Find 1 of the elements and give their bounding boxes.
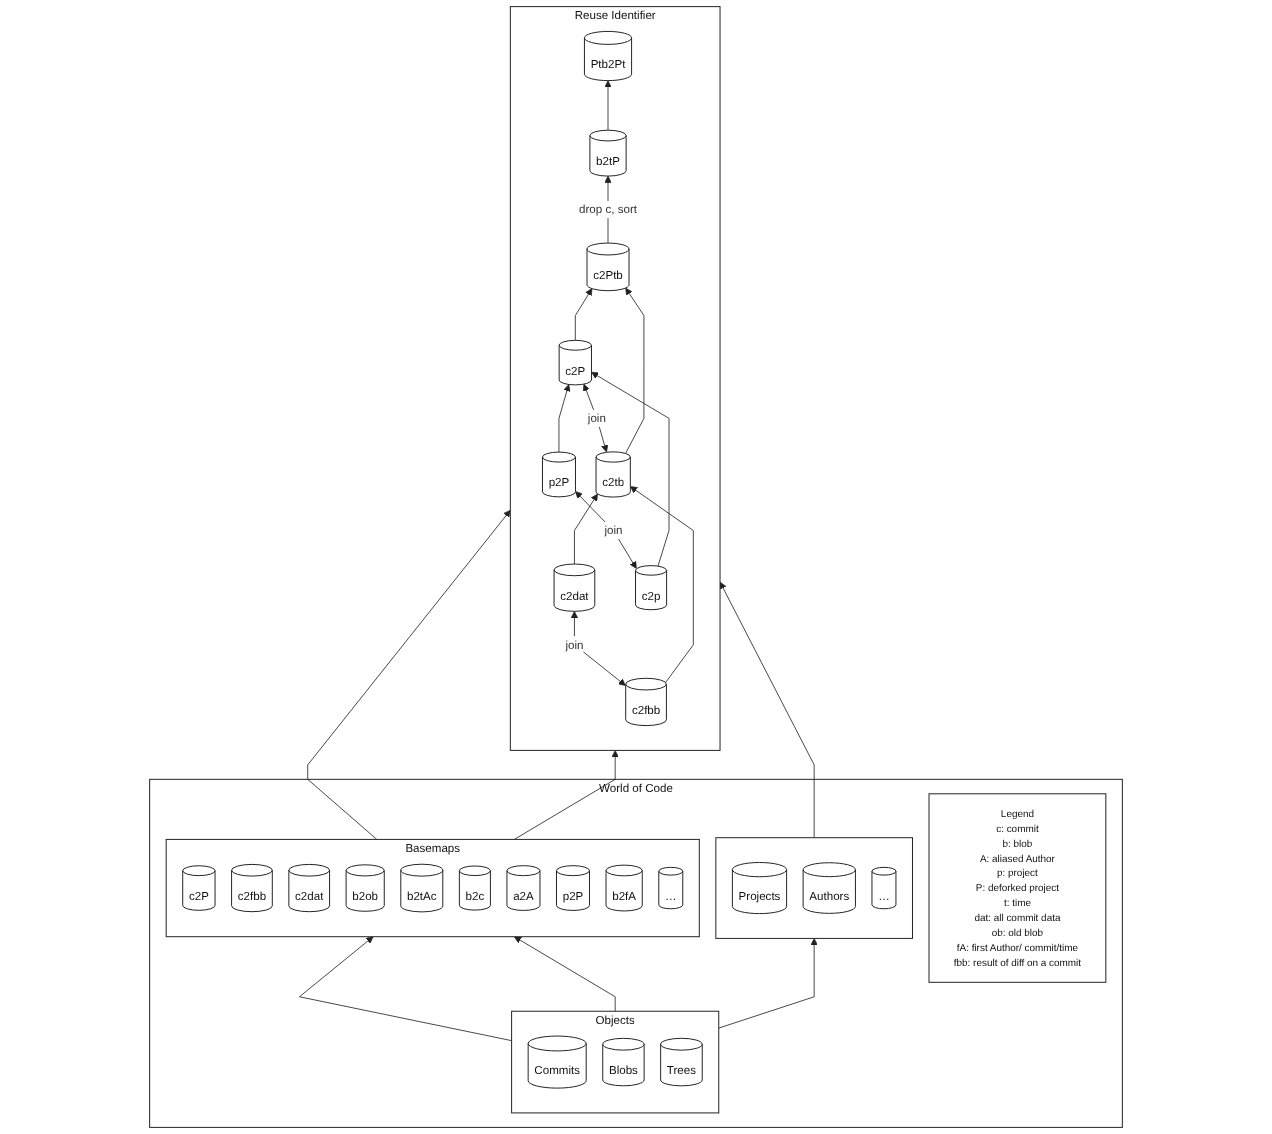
cluster bbox=[715, 837, 913, 939]
